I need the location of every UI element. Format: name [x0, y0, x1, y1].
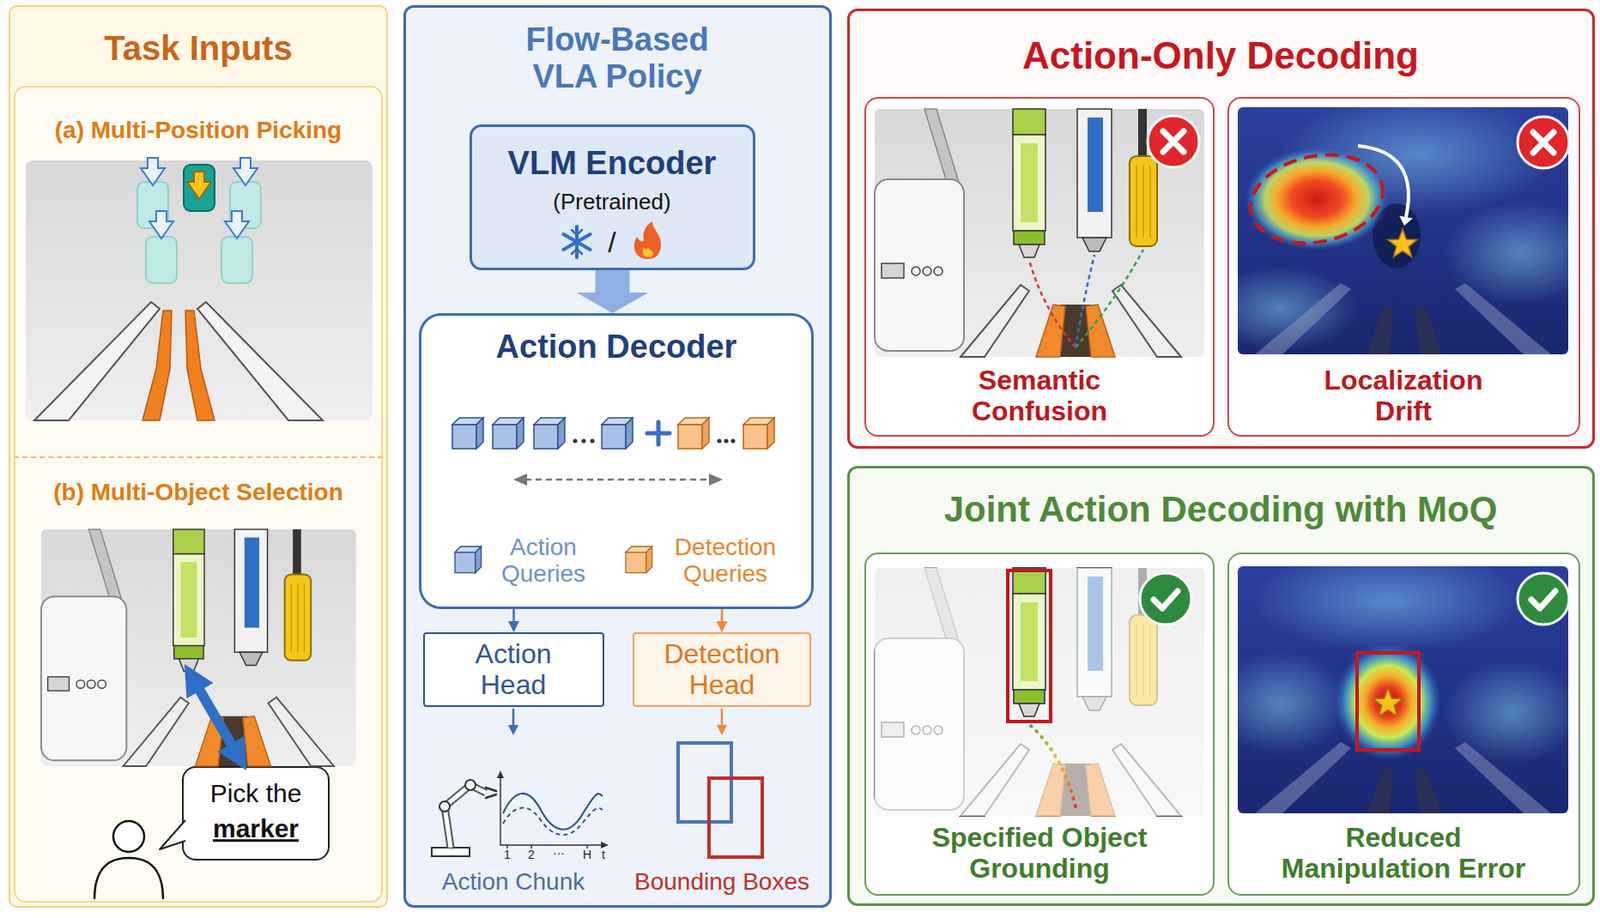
result-card: Reduced Manipulation Error [1227, 552, 1581, 897]
node-title: Task Inputs [103, 29, 292, 67]
policy-panel: Flow-Based VLA PolicyVLM Encoder (Pretrai… [403, 5, 832, 909]
text-holder: (Pretrained) [552, 189, 671, 215]
text-holder: Flow-Based VLA Policy [503, 21, 732, 95]
text-holder: marker [212, 814, 299, 844]
speech-bubble: Pick the marker [181, 766, 330, 861]
text-holder: Action Decoder [496, 328, 738, 366]
node-title: Action Head [475, 638, 552, 701]
text-holder: Action Head [457, 639, 570, 702]
text-holder: Localization Drift [1311, 365, 1497, 428]
text-holder: Detection Queries [660, 533, 790, 588]
axis-label: 2 [527, 848, 535, 863]
node-title: Specified Object Grounding [932, 822, 1148, 885]
axis-label: t [601, 848, 606, 863]
input-panel: Task Inputs (a) Multi-Position Picking (b)… [8, 5, 388, 909]
node-title: VLM Encoder [508, 145, 717, 182]
result-card: Semantic Confusion [864, 96, 1215, 437]
text-holder: Semantic Confusion [940, 365, 1139, 428]
result-card: Localization Drift [1227, 96, 1581, 437]
task-card: (b) Multi-Object SelectionPick the marker [13, 456, 383, 904]
axis-label: 1 [503, 848, 511, 863]
node-title: Action-Only Decoding [1022, 34, 1419, 77]
axis-label: H [582, 848, 592, 863]
text-holder: Action-Only Decoding [1022, 34, 1419, 77]
label-text: ··· [552, 846, 565, 861]
head-box: Action Head [423, 632, 605, 708]
label-text: Action Chunk [442, 868, 586, 896]
text-holder: Detection Head [648, 639, 795, 702]
node-title: (a) Multi-Position Picking [54, 116, 342, 144]
node-title: Localization Drift [1324, 364, 1484, 427]
label-text: 2 [527, 848, 535, 862]
result-panel: Action-Only DecodingSemantic Confusion Lo… [847, 8, 1595, 449]
label-text: Bounding Boxes [634, 868, 810, 896]
node-text: Detection Queries [674, 533, 776, 588]
head-box: Detection Head [632, 632, 812, 708]
result-panel: Joint Action Decoding with MoQ Specified … [847, 466, 1595, 907]
text-holder: Action Queries [490, 533, 597, 588]
node-title: Pick the [210, 779, 303, 808]
node-text: / [607, 225, 616, 259]
text-holder: (b) Multi-Object Selection [53, 478, 344, 506]
label-text: H [582, 848, 592, 862]
node-text: marker [212, 814, 299, 843]
result-card: Specified Object Grounding [864, 552, 1215, 897]
task-card: (a) Multi-Position Picking [13, 85, 383, 457]
node-title: Semantic Confusion [971, 364, 1108, 427]
node-title: Flow-Based VLA Policy [525, 21, 709, 95]
text-holder: (a) Multi-Position Picking [54, 116, 342, 144]
text-holder: Joint Action Decoding with MoQ [944, 489, 1498, 530]
text-holder: Task Inputs [103, 29, 292, 68]
axis-label: ··· [552, 847, 565, 861]
node-text: (Pretrained) [552, 188, 671, 215]
text-holder: Reduced Manipulation Error [1257, 823, 1550, 885]
decoder-box: Action DecoderAction Queries Detection Qu… [418, 313, 814, 610]
label-text: 1 [503, 848, 511, 862]
node-text: Action Queries [501, 533, 586, 588]
node-title: Detection Head [663, 638, 780, 701]
node-title: Joint Action Decoding with MoQ [944, 489, 1498, 530]
text-holder: Pick the [210, 779, 303, 809]
node-title: Reduced Manipulation Error [1281, 822, 1526, 885]
output-label: Bounding Boxes [634, 868, 810, 896]
node-title: Action Decoder [496, 328, 738, 365]
text-holder: VLM Encoder [508, 145, 717, 182]
text-holder: / [607, 225, 616, 259]
label-text: t [601, 848, 606, 862]
text-holder: Specified Object Grounding [906, 823, 1173, 885]
output-label: Action Chunk [442, 868, 586, 896]
node-title: (b) Multi-Object Selection [53, 478, 344, 506]
encoder-box: VLM Encoder (Pretrained) / [469, 124, 756, 271]
